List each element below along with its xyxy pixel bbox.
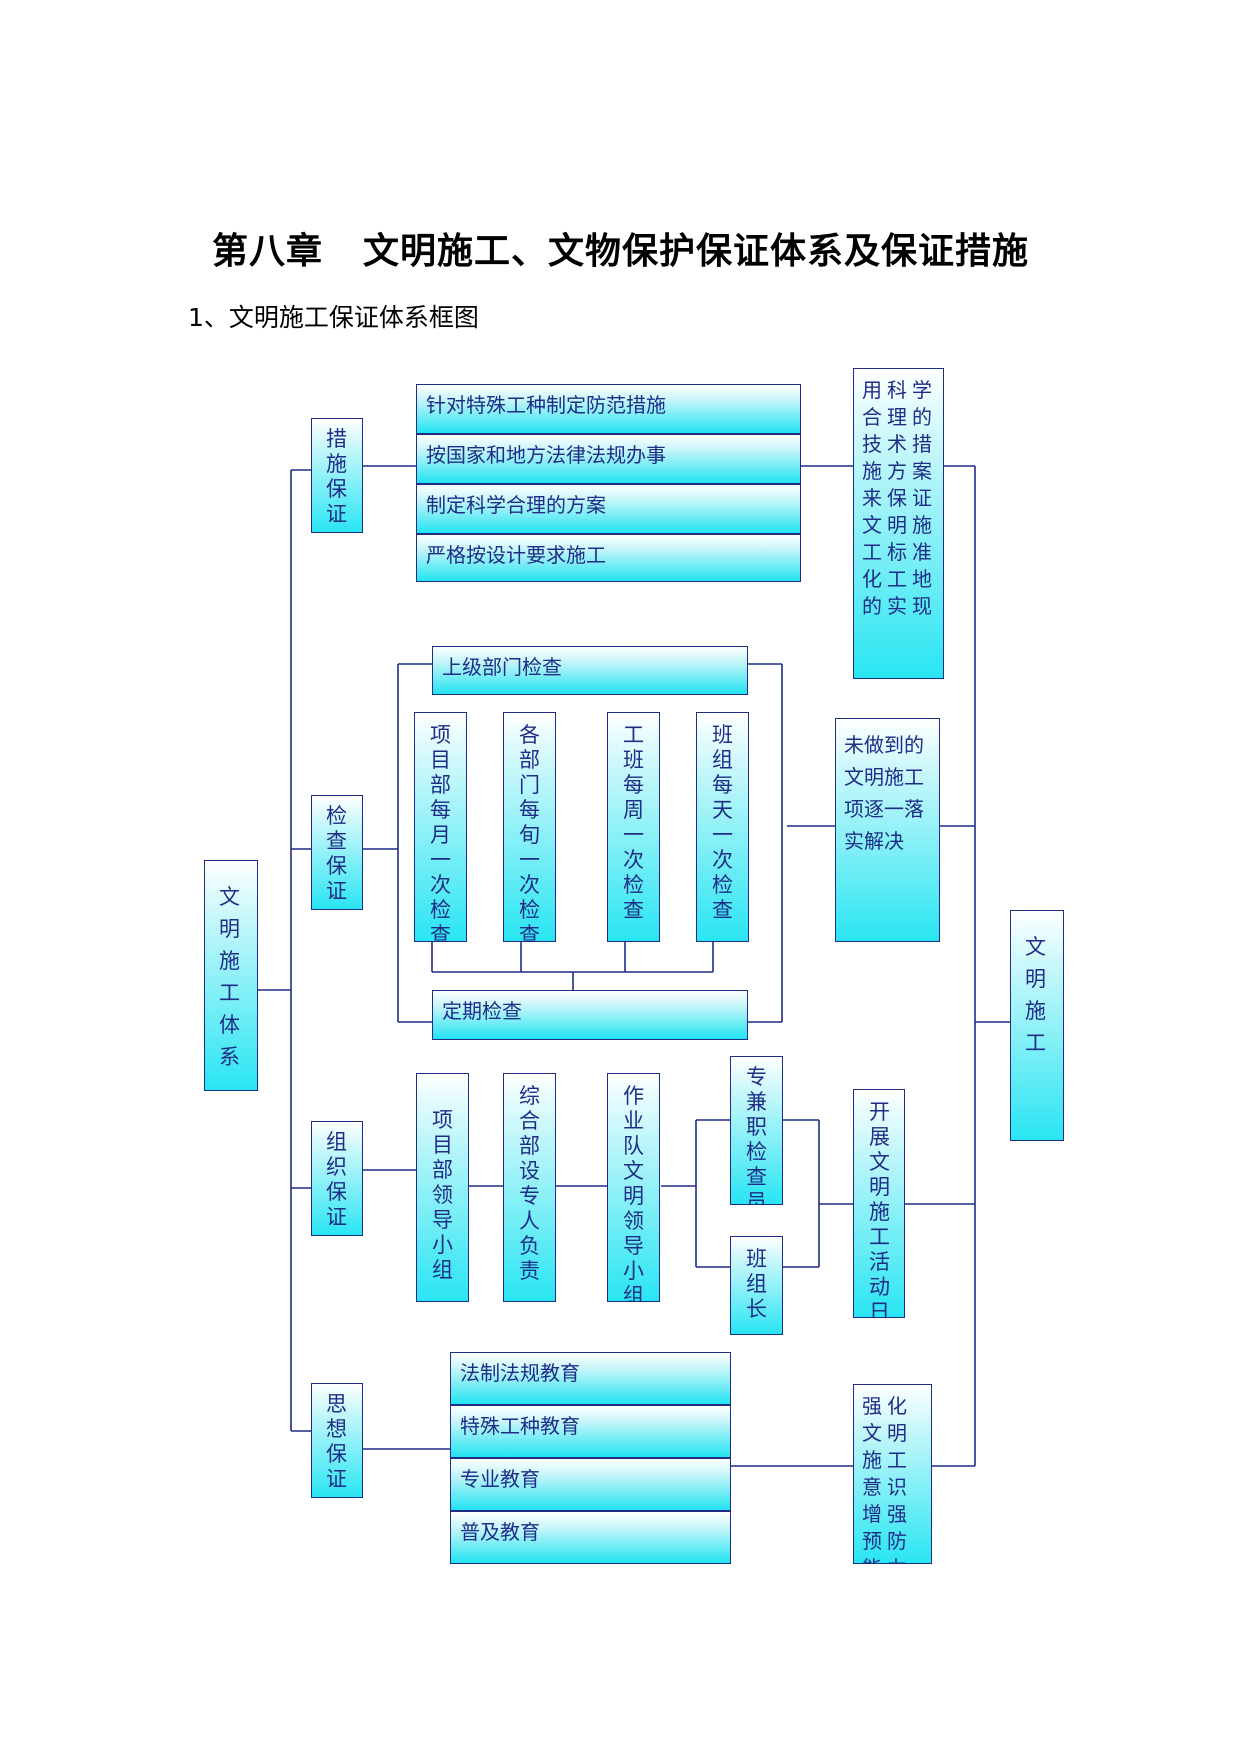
measures-item-4: 严格按设计要求施工 <box>416 534 801 582</box>
organization-node-1-label: 项目部领导小组 <box>432 1108 453 1282</box>
inspection-check-4-label: 班组每天一次检查 <box>712 723 733 922</box>
organization-sub-1: 专兼职检查员 <box>730 1056 783 1205</box>
branch-organization-label: 组织保证 <box>326 1130 347 1229</box>
inspection-top: 上级部门检查 <box>432 646 748 695</box>
organization-node-3: 作业队文明领导小组 <box>607 1073 660 1302</box>
inspection-check-3-label: 工班每周一次检查 <box>623 723 644 922</box>
inspection-outcome: 未做到的文明施工项逐一落实解决 <box>835 718 940 942</box>
organization-node-1: 项目部领导小组 <box>416 1073 469 1302</box>
ideology-item-1: 法制法规教育 <box>450 1352 731 1405</box>
inspection-check-4: 班组每天一次检查 <box>696 712 749 942</box>
branch-measures-label: 措施保证 <box>326 427 347 526</box>
branch-ideology-label: 思想保证 <box>326 1392 347 1491</box>
ideology-item-2: 特殊工种教育 <box>450 1405 731 1458</box>
branch-inspection-label: 检查保证 <box>326 804 347 903</box>
ideology-item-4: 普及教育 <box>450 1511 731 1564</box>
inspection-check-3: 工班每周一次检查 <box>607 712 660 942</box>
inspection-check-1: 项目部每月一次检查 <box>414 712 467 942</box>
organization-node-3-label: 作业队文明领导小组 <box>623 1084 644 1301</box>
ideology-outcome: 强化文明施工意识增强预防能力 <box>853 1384 932 1564</box>
inspection-check-2-label: 各部门每旬一次检查 <box>519 723 540 941</box>
branch-ideology: 思想保证 <box>311 1383 363 1498</box>
organization-outcome: 开展文明施工活动日 <box>853 1089 905 1318</box>
page-title: 第八章文明施工、文物保护保证体系及保证措施 <box>212 231 1030 272</box>
measures-item-2: 按国家和地方法律法规办事 <box>416 434 801 484</box>
inspection-bottom: 定期检查 <box>432 990 748 1040</box>
measures-item-3: 制定科学合理的方案 <box>416 484 801 534</box>
organization-sub-2-label: 班组长 <box>746 1247 767 1321</box>
section-heading: 1、文明施工保证体系框图 <box>188 303 479 332</box>
measures-outcome: 用科学合理的技术措施方案来保证文明施工标准化工地的实现 <box>853 368 944 679</box>
inspection-check-1-label: 项目部每月一次检查 <box>430 723 451 941</box>
organization-sub-1-label: 专兼职检查员 <box>746 1065 767 1204</box>
root-label: 文明施工体系 <box>219 885 240 1069</box>
branch-measures: 措施保证 <box>311 418 363 533</box>
organization-sub-2: 班组长 <box>730 1236 783 1335</box>
root-node: 文明施工体系 <box>204 860 258 1091</box>
organization-node-2: 综合部设专人负责 <box>503 1073 556 1302</box>
organization-outcome-label: 开展文明施工活动日 <box>869 1100 890 1317</box>
result-label: 文明施工 <box>1025 935 1046 1055</box>
branch-organization: 组织保证 <box>311 1121 363 1236</box>
branch-inspection: 检查保证 <box>311 795 363 910</box>
ideology-item-3: 专业教育 <box>450 1458 731 1511</box>
inspection-check-2: 各部门每旬一次检查 <box>503 712 556 942</box>
result-node: 文明施工 <box>1010 910 1064 1141</box>
measures-item-1: 针对特殊工种制定防范措施 <box>416 384 801 434</box>
organization-node-2-label: 综合部设专人负责 <box>519 1084 540 1283</box>
